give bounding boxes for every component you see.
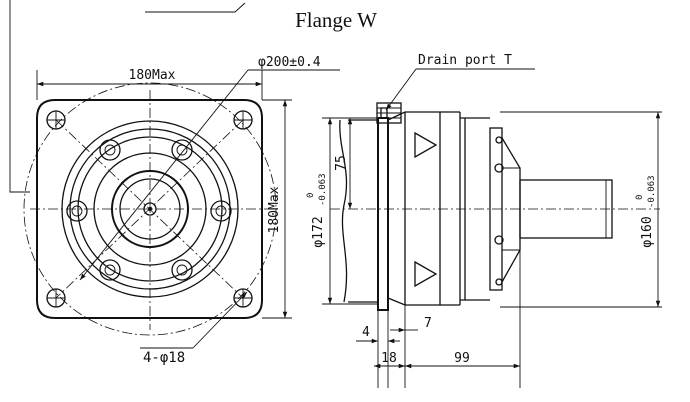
pilot-dim-label: φ172: [311, 216, 326, 247]
dim-7-label: 7: [424, 316, 432, 331]
width-dim-label: 180Max: [129, 68, 176, 83]
bolt-circle-dimension: φ200±0.4: [79, 55, 340, 281]
shaft-tol-lower: -0.063: [647, 175, 657, 208]
dim-18: 18: [374, 351, 405, 369]
drawing-title: Flange W: [295, 8, 377, 32]
flange-outline: [36, 99, 263, 319]
shaft-diameter-dimension: φ160 0 -0.063: [500, 111, 662, 308]
front-view: 180Max 180Max: [23, 55, 340, 366]
motor-body: [387, 111, 521, 306]
drain-port-label: Drain port T: [418, 53, 512, 68]
pilot-diameter-dimension: φ172 0 -0.063: [306, 117, 378, 305]
dim-4-label: 4: [362, 325, 370, 340]
pilot-tol-upper: 0: [306, 193, 316, 198]
dim-4: 4: [356, 325, 400, 344]
bolt-circle-label: φ200±0.4: [258, 55, 321, 70]
hole-dim-label: 4-φ18: [143, 350, 185, 366]
shaft-dim-label: φ160: [640, 216, 655, 247]
pilot-tol-lower: -0.063: [318, 173, 328, 206]
dim-99-label: 99: [454, 351, 470, 366]
width-dimension: 180Max: [36, 68, 263, 100]
pilot-height-dimension: 75: [334, 118, 353, 209]
dim-7: 7: [390, 316, 432, 333]
bolt-circle: [23, 82, 277, 336]
height-dim-label: 180Max: [267, 186, 282, 233]
inner-bolts: [66, 139, 232, 281]
hole-dimension: 4-φ18: [140, 291, 248, 366]
flange-plate: [377, 117, 389, 311]
height-dimension: 180Max: [262, 99, 292, 319]
drain-port-callout: Drain port T: [385, 53, 535, 111]
dim-18-label: 18: [381, 351, 397, 366]
pilot-height-label: 75: [334, 155, 349, 171]
shaft-tol-upper: 0: [635, 195, 645, 200]
dim-99: 99: [405, 351, 520, 369]
side-view: Drain port T: [306, 53, 662, 388]
top-leader: [9, 0, 246, 193]
